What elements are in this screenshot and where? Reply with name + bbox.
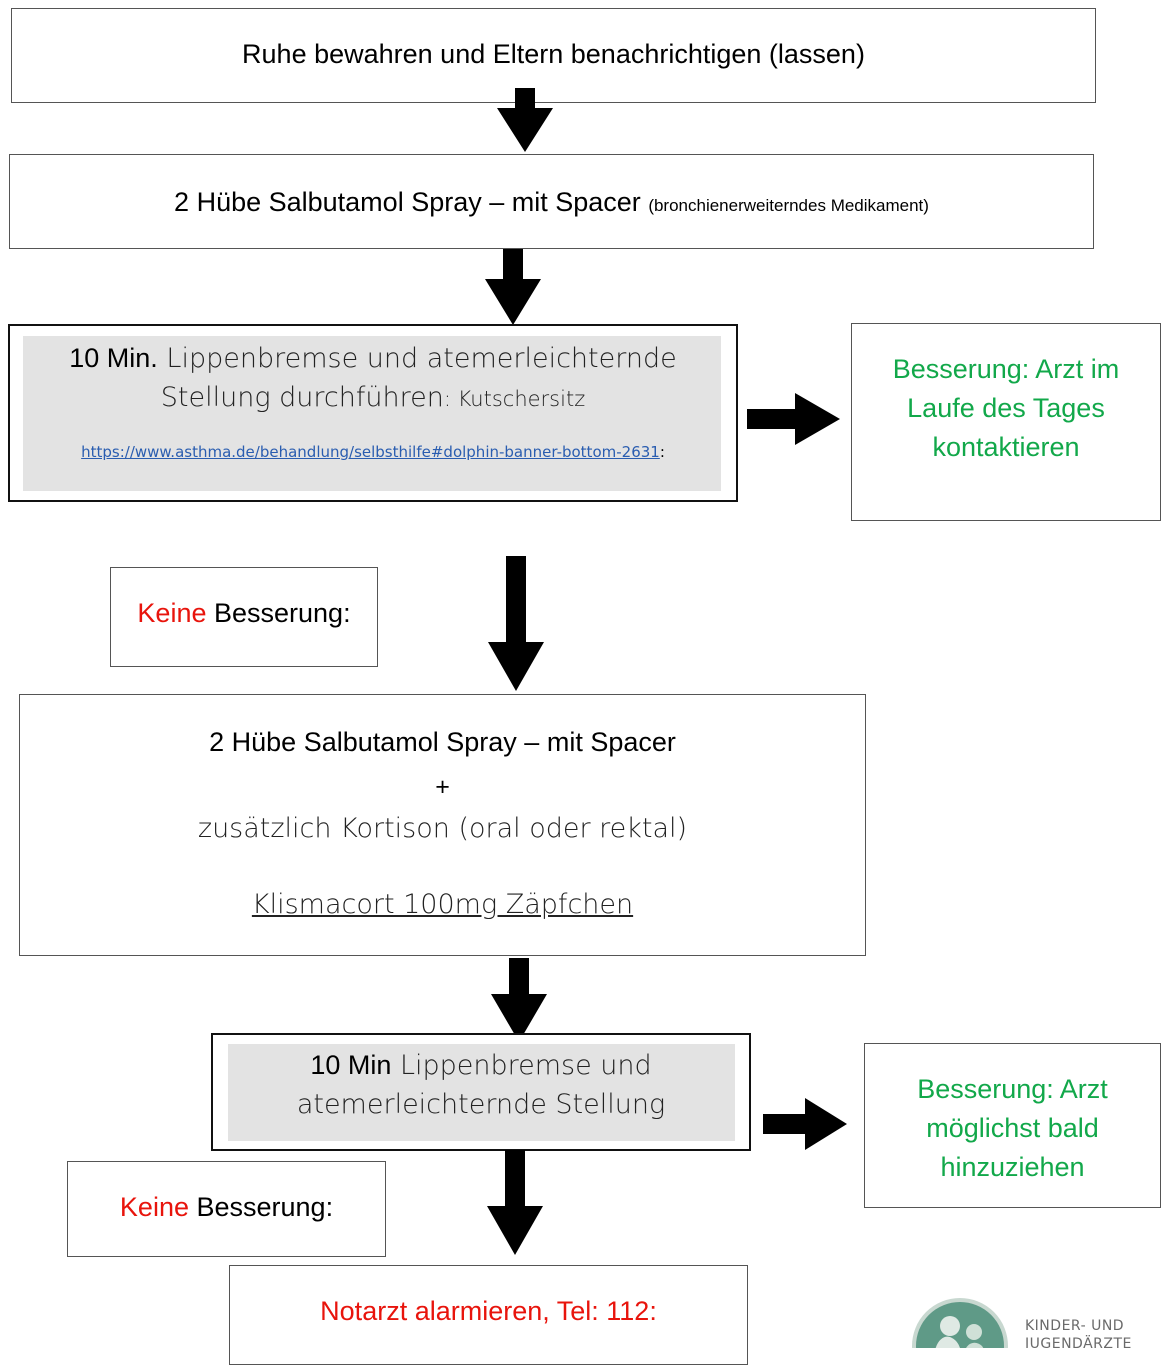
step-5-line-1: 10 Min Lippenbremse und xyxy=(213,1050,749,1081)
down-arrow-3 xyxy=(488,556,544,691)
logo-text-line-1: KINDER- UND xyxy=(1025,1318,1125,1334)
improvement-1-line-3: kontaktieren xyxy=(932,432,1080,462)
no-improvement-2-text: Keine Besserung: xyxy=(68,1192,385,1223)
improvement-2-box: Besserung: Arzt möglichst bald hinzuzieh… xyxy=(864,1043,1161,1208)
no-improvement-1-rest: Besserung: xyxy=(206,598,351,628)
improvement-2-line-1: Besserung: Arzt xyxy=(917,1074,1108,1104)
step-1-text: Ruhe bewahren und Eltern benachrichtigen… xyxy=(242,39,865,69)
no-improvement-1-text: Keine Besserung: xyxy=(111,598,377,629)
step-6-text: Notarzt alarmieren, Tel: 112: xyxy=(320,1296,657,1326)
improvement-1-box: Besserung: Arzt im Laufe des Tages konta… xyxy=(851,323,1161,521)
no-improvement-1-box: Keine Besserung: xyxy=(110,567,378,667)
logo-emblem-icon xyxy=(912,1298,1008,1348)
no-improvement-1-keine: Keine xyxy=(137,598,207,628)
down-arrow-5 xyxy=(487,1150,543,1255)
no-improvement-2-box: Keine Besserung: xyxy=(67,1161,386,1257)
step-3-box: 10 Min. Lippenbremse und atemerleichtern… xyxy=(8,324,738,502)
step-4-line-1: 2 Hübe Salbutamol Spray – mit Spacer xyxy=(209,727,676,757)
step-3-line-2-main: Stellung durchführen xyxy=(160,382,444,413)
right-arrow-1 xyxy=(747,393,840,445)
step-3-line-1-rest: Lippenbremse und atemerleichternde xyxy=(157,343,677,374)
step-4-plus: + xyxy=(435,773,450,801)
improvement-1-line-1: Besserung: Arzt im xyxy=(892,354,1120,384)
step-2-main: 2 Hübe Salbutamol Spray – mit Spacer xyxy=(174,187,641,217)
step-6-box: Notarzt alarmieren, Tel: 112: xyxy=(229,1265,748,1365)
step-3-link-suffix: : xyxy=(659,443,665,461)
logo-text-line-2: JUGENDÄRZTE xyxy=(1025,1336,1132,1348)
step-3-link[interactable]: https://www.asthma.de/behandlung/selbsth… xyxy=(81,443,660,461)
step-3-link-row: https://www.asthma.de/behandlung/selbsth… xyxy=(10,443,736,461)
step-3-line-1: 10 Min. Lippenbremse und atemerleichtern… xyxy=(10,343,736,374)
step-5-shade xyxy=(228,1044,735,1141)
step-5-box: 10 Min Lippenbremse und atemerleichternd… xyxy=(211,1033,751,1151)
step-4-box: 2 Hübe Salbutamol Spray – mit Spacer + z… xyxy=(19,694,866,956)
down-arrow-4 xyxy=(491,958,547,1042)
step-4-line-2: zusätzlich Kortison (oral oder rektal) xyxy=(197,813,688,844)
step-3-line-2-small: : Kutschersitz xyxy=(443,387,586,411)
step-1-box: Ruhe bewahren und Eltern benachrichtigen… xyxy=(11,8,1096,103)
right-arrow-2 xyxy=(763,1098,847,1150)
step-5-line-2: atemerleichternde Stellung xyxy=(296,1089,666,1120)
step-3-shade xyxy=(23,336,721,491)
step-4-line-3: Klismacort 100mg Zäpfchen xyxy=(20,889,865,920)
down-arrow-2 xyxy=(485,249,541,325)
no-improvement-2-keine: Keine xyxy=(119,1192,189,1222)
step-2-text: 2 Hübe Salbutamol Spray – mit Spacer (br… xyxy=(10,187,1093,218)
step-2-note: (bronchienerweiterndes Medikament) xyxy=(648,196,929,215)
down-arrow-1 xyxy=(497,88,553,152)
step-2-box: 2 Hübe Salbutamol Spray – mit Spacer (br… xyxy=(9,154,1094,249)
logo: KINDER- UND JUGENDÄRZTE xyxy=(912,1296,1161,1348)
improvement-2-line-2: möglichst bald xyxy=(926,1113,1099,1143)
step-5-line-1-rest: Lippenbremse und xyxy=(391,1050,652,1081)
improvement-2-line-3: hinzuziehen xyxy=(940,1152,1085,1182)
improvement-1-line-2: Laufe des Tages xyxy=(907,393,1105,423)
step-4-medication: Klismacort 100mg Zäpfchen xyxy=(251,889,634,920)
step-5-bold: 10 Min xyxy=(310,1050,392,1080)
no-improvement-2-rest: Besserung: xyxy=(188,1192,334,1222)
step-3-line-2: Stellung durchführen: Kutschersitz xyxy=(10,382,736,413)
step-3-bold: 10 Min. xyxy=(69,343,158,373)
